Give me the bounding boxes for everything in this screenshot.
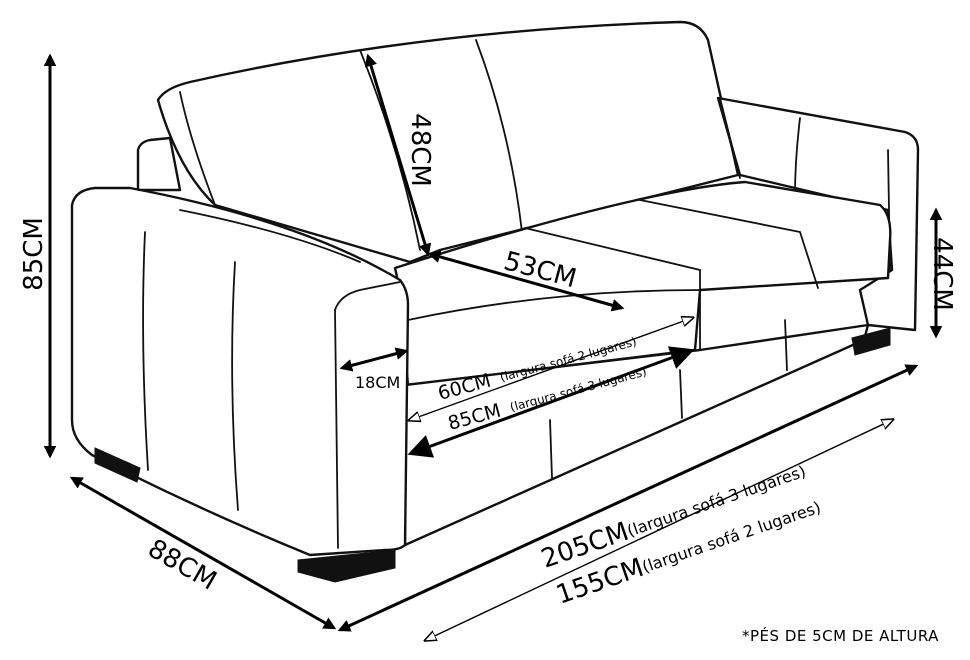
- arrow-width-2: [426, 420, 892, 640]
- footnote: *PÉS DE 5CM DE ALTURA: [742, 626, 939, 645]
- seat-seam-2: [639, 199, 819, 289]
- label-arm-width: 18CM: [355, 373, 400, 392]
- label-backrest-height: 48CM: [405, 113, 435, 187]
- base-seam-3: [784, 319, 788, 371]
- arrow-depth: [69, 476, 337, 630]
- backrest-seam-mid: [475, 39, 523, 233]
- left-arm-top-seam: [179, 209, 361, 263]
- label-depth: 88CM: [143, 534, 222, 597]
- seat-seam-1: [524, 227, 701, 351]
- arrow-backrest-height: [364, 53, 432, 257]
- left-arm-rear: [136, 136, 182, 192]
- left-arm-seam-1: [142, 231, 149, 471]
- sofa-drawing: [70, 20, 920, 583]
- label-height-total: 85CM: [19, 217, 49, 291]
- backrest: [156, 20, 740, 264]
- dimension-arrows: [43, 53, 943, 640]
- left-arm-front-edge: [334, 309, 339, 549]
- foot-right: [851, 327, 891, 356]
- arrow-seat-depth: [427, 250, 625, 312]
- backrest-top-edge: [179, 91, 216, 206]
- label-seat-height: 44CM: [927, 237, 957, 311]
- right-arm-front-seam: [794, 117, 801, 196]
- left-arm-front-panel: [334, 281, 401, 311]
- right-arm: [716, 96, 920, 332]
- right-arm-inner: [719, 97, 741, 179]
